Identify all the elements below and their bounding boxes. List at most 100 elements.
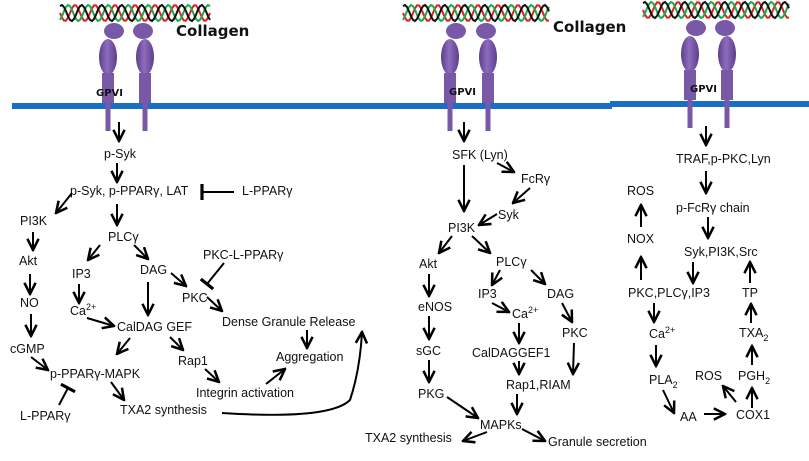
collagen-gpvi-complex [59, 3, 211, 131]
collagen-label: Collagen [176, 22, 249, 40]
arrow [463, 432, 488, 441]
collagen-triple-helix-icon [642, 0, 790, 20]
collagen-strand [642, 0, 790, 20]
node-no: NO [20, 296, 39, 310]
node-akt: Akt [19, 254, 38, 268]
panel-3-arrows [641, 126, 752, 414]
node-aggregation: Aggregation [276, 350, 343, 364]
node-rap1-riam: Rap1,RIAM [506, 378, 571, 392]
node-pkg: PKG [418, 387, 444, 401]
node-enos: eNOS [418, 300, 452, 314]
panel-3: GPVI TRAF,p-PKC,Lyn ROS p-FcRγ chain NOX… [627, 84, 771, 424]
arrow [723, 386, 737, 403]
node-txa2: TXA2 [739, 326, 768, 343]
node-pkc: PKC [182, 291, 208, 305]
node-akt: Akt [419, 257, 438, 271]
arrow [492, 269, 500, 285]
node-integrin-activation: Integrin activation [196, 386, 294, 400]
node-ip3: IP3 [478, 287, 497, 301]
node-ros-top: ROS [627, 184, 654, 198]
arrow [573, 342, 574, 374]
collagen-strand [59, 4, 211, 22]
arrow [86, 318, 114, 326]
cell-membrane [12, 101, 809, 109]
node-dense-granule-release: Dense Granule Release [222, 315, 355, 329]
node-p-syk: p-Syk [104, 147, 137, 161]
collagen-strand [59, 3, 211, 23]
arrow [117, 337, 131, 354]
arrow [88, 244, 101, 260]
arrow [133, 244, 148, 259]
arrow [446, 396, 478, 418]
node-granule-secretion: Granule secretion [548, 435, 647, 449]
panel-1: Collagen GPVI p-Syk p-Syk, p-PPARγ, LAT … [10, 22, 362, 423]
node-sfk-lyn: SFK (Lyn) [452, 148, 508, 162]
gpvi-label: GPVI [690, 84, 717, 95]
arrow [170, 272, 186, 286]
node-ip3: IP3 [72, 267, 91, 281]
node-pkc-l-ppar: PKC-L-PPARγ [203, 248, 284, 262]
node-dag: DAG [140, 263, 167, 277]
arrow [562, 302, 572, 322]
node-ros-bottom: ROS [695, 369, 722, 383]
arrow [479, 213, 498, 225]
node-cgmp: cGMP [10, 342, 45, 356]
inhibition [58, 382, 76, 406]
collagen-label: Collagen [553, 18, 626, 36]
node-aa: AA [680, 410, 697, 424]
arrow [491, 303, 509, 312]
arrow [496, 163, 514, 172]
node-caldaggef1: CalDAGGEF1 [472, 346, 551, 360]
node-pla2: PLA2 [649, 373, 678, 390]
node-ca: Ca2+ [70, 302, 96, 318]
node-psyk-ppar-lat: p-Syk, p-PPARγ, LAT [70, 184, 189, 198]
node-pi3k: PI3K [20, 214, 48, 228]
node-pgh2: PGH2 [738, 369, 770, 386]
node-caldag-gef: CalDAG GEF [117, 320, 192, 334]
node-syk-pi3k-src: Syk,PI3K,Src [684, 245, 758, 259]
node-pkc-plcg-ip3: PKC,PLCγ,IP3 [628, 286, 710, 300]
gpvi-label: GPVI [449, 87, 476, 98]
node-cox1: COX1 [736, 408, 770, 422]
node-nox: NOX [627, 232, 655, 246]
gpvi-receptor-icon [681, 20, 706, 128]
node-fcrg: FcRγ [521, 172, 551, 186]
collagen-triple-helix-icon [59, 3, 211, 23]
gpvi-receptor-icon [99, 23, 124, 131]
collagen-triple-helix-icon [402, 3, 550, 23]
arrow [169, 336, 183, 350]
gpvi-receptor-icon [715, 20, 736, 128]
node-traf-pkc-lyn: TRAF,p-PKC,Lyn [676, 152, 771, 166]
node-pi3k: PI3K [448, 221, 476, 235]
node-mapks: MAPKs [480, 418, 522, 432]
node-plcg: PLCγ [108, 230, 139, 244]
collagen-gpvi-complex [402, 3, 550, 131]
arrow [110, 381, 124, 400]
gpvi-receptor-icon [133, 23, 154, 131]
arrow [56, 192, 73, 213]
node-p-fcrg-chain: p-FcRγ chain [676, 201, 750, 215]
arrow [204, 368, 219, 382]
node-sgc: sGC [416, 344, 441, 358]
node-txa2-synthesis: TXA2 synthesis [365, 431, 452, 445]
gpvi-receptor-icon [441, 23, 466, 131]
node-syk: Syk [498, 208, 520, 222]
arrow [513, 187, 531, 203]
arrow [206, 296, 222, 311]
arrow [662, 389, 674, 413]
arrow [471, 235, 490, 253]
panel-2: Collagen GPVI SFK (Lyn) FcRγ Syk PI3K Ak… [365, 18, 647, 449]
collagen-strand [402, 3, 550, 23]
node-pkc: PKC [562, 326, 588, 340]
node-tp: TP [742, 286, 758, 300]
node-plcg: PLCγ [496, 255, 527, 269]
arrow [221, 332, 362, 416]
arrow [521, 428, 545, 441]
panel-2-arrows [429, 122, 574, 441]
arrow [30, 356, 48, 370]
node-ca: Ca2+ [512, 305, 538, 321]
inhibition [199, 262, 225, 291]
panel-1-arrows [30, 122, 362, 416]
gpvi-receptor-icon [476, 23, 497, 131]
